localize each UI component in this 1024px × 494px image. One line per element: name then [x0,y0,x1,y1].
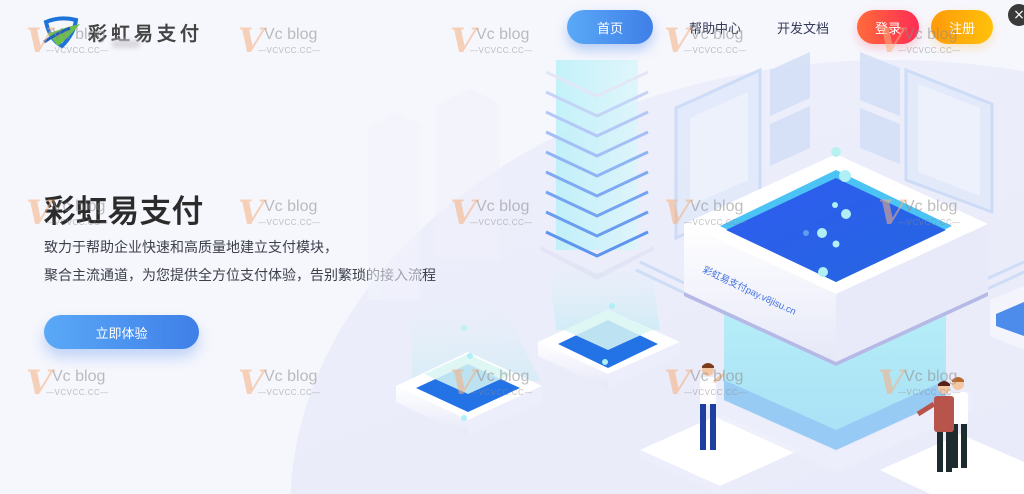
logo[interactable]: 彩虹易支付 [40,14,203,50]
logo-subtitle-blurred [112,40,140,48]
hero-desc-line-2: 聚合主流通道，为您提供全方位支付体验，告别繁琐的接入流程 [44,268,436,284]
nav-docs-link[interactable]: 开发文档 [776,21,829,37]
hero-description: 致力于帮助企业快速和高质量地建立支付模块， 聚合主流通道，为您提供全方位支付体验… [44,234,436,290]
main-nav: 首页 帮助中心 开发文档 登录 注册 [567,10,993,44]
nav-home-button[interactable]: 首页 [567,10,653,44]
hero-desc-line-1: 致力于帮助企业快速和高质量地建立支付模块， [44,240,338,256]
logo-shield-icon [40,14,82,50]
header: 彩虹易支付 首页 帮助中心 开发文档 登录 注册 × [0,0,1024,56]
hero-title: 彩虹易支付 [44,194,204,230]
try-now-button[interactable]: 立即体验 [44,315,199,349]
logo-text: 彩虹易支付 [88,22,204,45]
login-button[interactable]: 登录 [857,10,919,44]
nav-help-link[interactable]: 帮助中心 [688,21,741,37]
register-button[interactable]: 注册 [931,10,993,44]
close-icon[interactable]: × [1008,4,1024,26]
